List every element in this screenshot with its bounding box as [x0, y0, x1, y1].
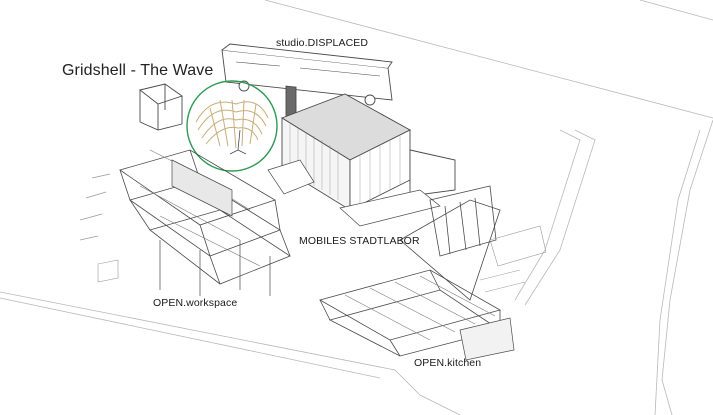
mobiles-stadtlabor-building	[267, 93, 456, 227]
open-kitchen-structure	[318, 185, 547, 361]
small-pavilion	[138, 83, 183, 131]
label-gridshell-the-wave: Gridshell - The Wave	[62, 62, 214, 79]
label-studio-displaced: studio.DISPLACED	[276, 37, 369, 49]
gridshell-icon	[186, 80, 278, 172]
open-workspace-structure	[79, 149, 291, 296]
label-open-workspace: OPEN.workspace	[153, 297, 238, 309]
label-open-kitchen: OPEN.kitchen	[414, 357, 482, 369]
bus-icon	[221, 43, 393, 123]
label-mobiles-stadtlabor: MOBILES STADTLABOR	[299, 235, 420, 247]
